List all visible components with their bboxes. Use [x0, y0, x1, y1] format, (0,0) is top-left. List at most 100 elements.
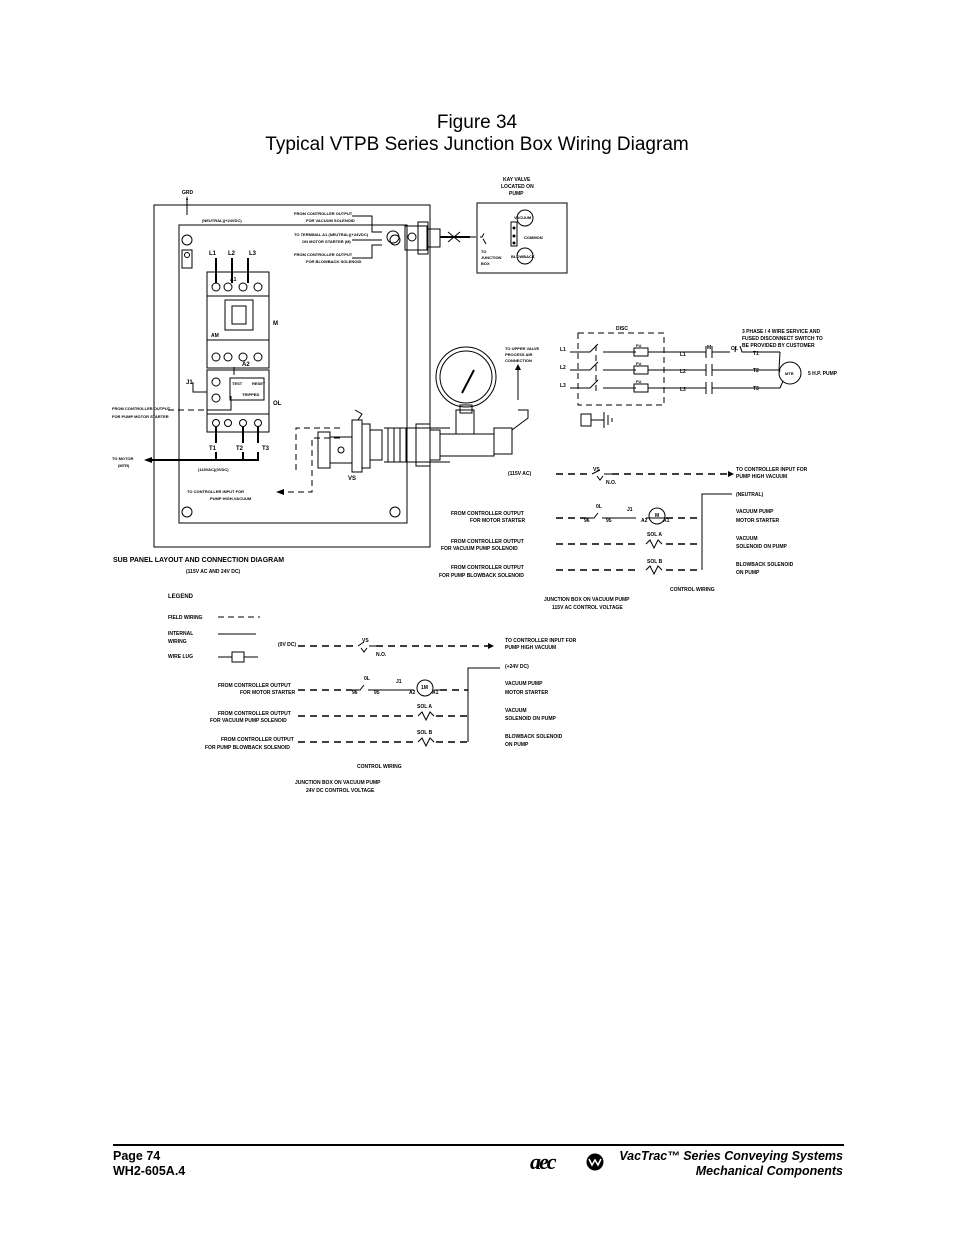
dc-vac-sol-2: SOLENOID ON PUMP [505, 716, 557, 722]
dc-no: N.O. [376, 652, 387, 658]
aec-logo: aec [530, 1150, 610, 1174]
pwr-l2b: L2 [680, 369, 686, 375]
page-number: Page 74 [113, 1149, 161, 1163]
ac-ctrl-in-2: PUMP HIGH VACUUM [736, 474, 787, 480]
motor-starter [206, 271, 270, 369]
dc-from-bs-1: FROM CONTROLLER OUTPUT [221, 737, 294, 743]
wiring-diagram: .ln { stroke: #000; stroke-width: 1; fil… [112, 177, 838, 794]
enclosure [153, 204, 431, 548]
dc-j1: J1 [396, 679, 402, 685]
dc-control-wiring [298, 641, 500, 748]
ac-96: 96 [584, 518, 590, 524]
pwr-l3: L3 [560, 383, 566, 389]
ac-blow-sol-2: ON PUMP [736, 570, 760, 576]
ac-vac-sol-2: SOLENOID ON PUMP [736, 544, 788, 550]
kv-to-jb-3: BOX [481, 261, 490, 266]
sp-115vac-0vdc: (115VAC)(0VDC) [198, 467, 229, 472]
dc-a1: A1 [432, 690, 439, 696]
pwr-l2: L2 [560, 365, 566, 371]
ac-sol-a: SOL A [647, 532, 662, 538]
pwr-t2: T2 [753, 368, 759, 374]
ac-caption-2: 115V AC CONTROL VOLTAGE [552, 605, 623, 611]
pwr-m: M [707, 345, 711, 351]
ac-vs: VS [593, 467, 600, 473]
dc-sol-b: SOL B [417, 730, 433, 736]
sp-test: TEST [232, 381, 243, 386]
pwr-l1: L1 [560, 347, 566, 353]
dc-95: 95 [374, 690, 380, 696]
pwr-disc: DISC [616, 326, 628, 332]
sp-l2: L2 [228, 251, 236, 257]
ctrl-vac-sol-label-2: FOR VACUUM SOLENOID [306, 218, 355, 223]
pwr-mtr: MTR [785, 371, 794, 376]
dc-from-ms-2: FOR MOTOR STARTER [240, 690, 295, 696]
pwr-t3: T3 [753, 386, 759, 392]
ac-95: 95 [606, 518, 612, 524]
figure-title: Typical VTPB Series Junction Box Wiring … [265, 134, 689, 155]
ac-from-ms-1: FROM CONTROLLER OUTPUT [451, 511, 524, 517]
pwr-fu-2: FU [636, 361, 641, 366]
ac-from-bs-1: FROM CONTROLLER OUTPUT [451, 565, 524, 571]
kv-common: COMMON [524, 235, 543, 240]
subpanel-layout-title: SUB PANEL LAYOUT AND CONNECTION DIAGRAM [113, 557, 284, 564]
ac-caption-1: JUNCTION BOX ON VACUUM PUMP [544, 597, 630, 603]
cable-gland [386, 221, 470, 255]
ac-ctrl-in-1: TO CONTROLLER INPUT FOR [736, 467, 808, 473]
ac-blow-sol-1: BLOWBACK SOLENOID [736, 562, 794, 568]
legend-title: LEGEND [168, 594, 194, 600]
ac-from-ms-2: FOR MOTOR STARTER [470, 518, 525, 524]
dc-vac-pump-1: VACUUM PUMP [505, 681, 543, 687]
ac-from-bs-2: FOR PUMP BLOWBACK SOLENOID [439, 573, 524, 579]
dc-96: 96 [352, 690, 358, 696]
sp-ol: OL [273, 401, 282, 407]
dc-blow-sol-1: BLOWBACK SOLENOID [505, 734, 563, 740]
kv-to-jb-2: JUNCTION [481, 255, 502, 260]
dc-ol: 0L [364, 676, 370, 682]
footer-rule [113, 1144, 844, 1146]
sp-a2: A2 [242, 362, 250, 368]
pwr-service-2: FUSED DISCONNECT SWITCH TO [742, 336, 823, 342]
ac-control-wiring-label: CONTROL WIRING [670, 587, 715, 593]
vacuum-hose [384, 409, 529, 467]
document-number: WH2-605A.4 [113, 1164, 186, 1178]
dc-from-vs-2: FOR VACUUM PUMP SOLENOID [210, 718, 287, 724]
pwr-fu-3: FU [636, 379, 641, 384]
dc-24v: (+24V DC) [505, 664, 529, 670]
sp-t1: T1 [209, 446, 217, 452]
sp-tripped: TRIPPED [242, 392, 259, 397]
pwr-pump: 5 H.P. PUMP [808, 371, 838, 377]
ac-control-wiring [556, 469, 734, 576]
dc-sol-a: SOL A [417, 704, 432, 710]
pwr-ol: OL [731, 346, 738, 352]
to-motor-2: (MTR) [118, 463, 130, 468]
dc-control-wiring-label: CONTROL WIRING [357, 764, 402, 770]
dc-ctrl-in-2: PUMP HIGH VACUUM [505, 645, 556, 651]
ac-sol-b: SOL B [647, 559, 663, 565]
sp-am: AM [211, 333, 219, 339]
kv-to-jb-1: TO [481, 249, 486, 254]
ac-neutral: (NEUTRAL) [736, 492, 764, 498]
upper-valve-1: TO UPPER VALVE [505, 346, 540, 351]
ac-a2: A2 [641, 518, 648, 524]
subpanel-layout-sub: (115V AC AND 24V DC) [186, 569, 240, 575]
sp-j1: J1 [186, 380, 193, 386]
sp-t3: T3 [262, 446, 270, 452]
pwr-service-3: BE PROVIDED BY CUSTOMER [742, 343, 815, 349]
ctrl-input-2: PUMP HIGH-VACUUM [210, 496, 252, 501]
grd-label: GRD [182, 190, 194, 196]
ctrl-vac-sol-label-1: FROM CONTROLLER OUTPUT [294, 211, 353, 216]
ac-j1: J1 [627, 507, 633, 513]
product-line-1: VacTrac™ Series Conveying Systems [619, 1149, 843, 1163]
overload-relay [206, 369, 270, 433]
product-line-2: Mechanical Components [695, 1164, 843, 1178]
ctrl-pump-starter-1: FROM CONTROLLER OUTPUT [112, 406, 171, 411]
sp-l1: L1 [209, 251, 217, 257]
vacuum-gauge [435, 346, 497, 414]
pwr-t1: T1 [753, 351, 759, 357]
ctrl-blow-label-1: FROM CONTROLLER OUTPUT [294, 252, 353, 257]
legend-internal-2: WIRING [168, 639, 187, 645]
power-diagram [570, 332, 802, 428]
dc-vac-pump-2: MOTOR STARTER [505, 690, 549, 696]
term-a1-label-2: ON MOTOR STARTER (M) [302, 239, 351, 244]
ac-115v: (115V AC) [508, 471, 531, 477]
